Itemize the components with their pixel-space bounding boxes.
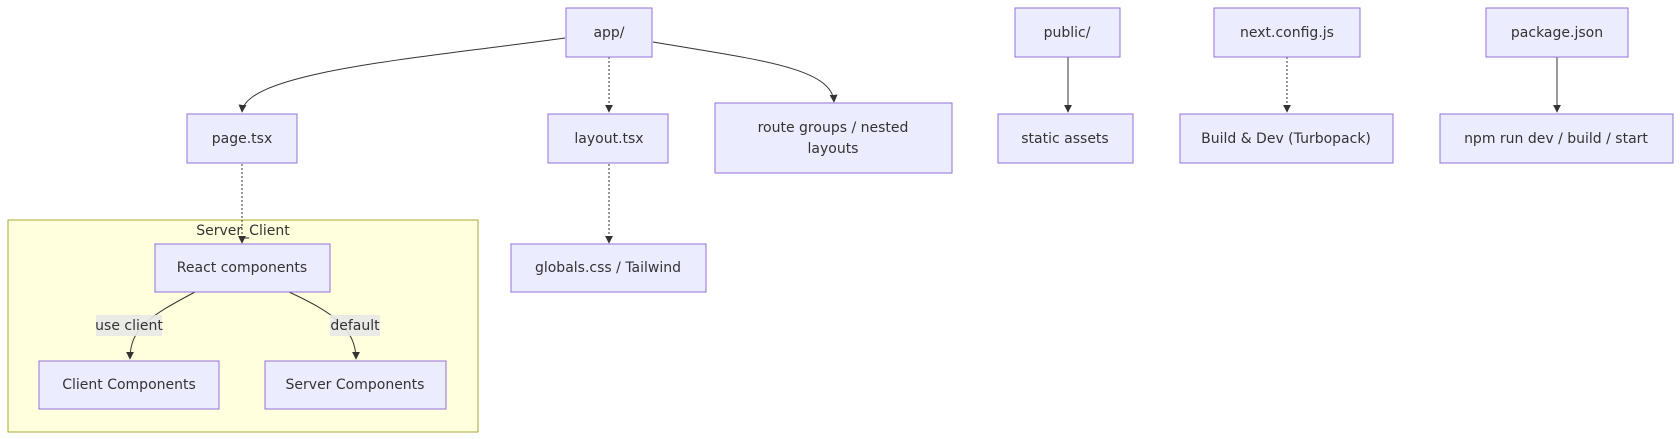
node-public[interactable]: public/ xyxy=(1014,7,1121,58)
svg-text:Build & Dev (Turbopack): Build & Dev (Turbopack) xyxy=(1201,131,1371,147)
svg-text:public/: public/ xyxy=(1044,25,1091,41)
svg-text:npm run dev / build / start: npm run dev / build / start xyxy=(1464,131,1648,147)
node-app[interactable]: app/ xyxy=(565,7,653,58)
svg-text:use client: use client xyxy=(95,318,163,334)
node-server-components[interactable]: Server Components xyxy=(264,360,447,410)
svg-text:globals.css / Tailwind: globals.css / Tailwind xyxy=(535,260,681,276)
svg-text:package.json: package.json xyxy=(1511,25,1603,41)
svg-text:layout.tsx: layout.tsx xyxy=(574,131,643,147)
node-next-config[interactable]: next.config.js xyxy=(1213,7,1361,58)
edge-label-default: default xyxy=(330,315,380,336)
edge-app-to-route-groups xyxy=(652,41,838,103)
node-build-dev[interactable]: Build & Dev (Turbopack) xyxy=(1179,113,1394,164)
svg-text:React components: React components xyxy=(177,260,307,276)
svg-text:route groups / nested: route groups / nested xyxy=(758,120,909,136)
node-npm-run[interactable]: npm run dev / build / start xyxy=(1439,113,1674,164)
edge-app-to-page xyxy=(238,37,566,113)
svg-text:next.config.js: next.config.js xyxy=(1240,25,1334,41)
node-static-assets[interactable]: static assets xyxy=(997,113,1134,164)
node-layout-tsx[interactable]: layout.tsx xyxy=(547,113,669,164)
edge-label-use-client: use client xyxy=(95,315,163,336)
node-page-tsx[interactable]: page.tsx xyxy=(186,113,298,164)
svg-text:static assets: static assets xyxy=(1021,131,1108,147)
svg-text:layouts: layouts xyxy=(808,141,859,157)
cluster-title: Server_Client xyxy=(196,223,290,239)
node-route-groups[interactable]: route groups / nested layouts xyxy=(714,102,953,174)
node-package-json[interactable]: package.json xyxy=(1485,7,1629,58)
svg-text:default: default xyxy=(330,318,380,334)
svg-text:Client Components: Client Components xyxy=(62,377,196,393)
svg-text:app/: app/ xyxy=(593,25,624,41)
node-client-components[interactable]: Client Components xyxy=(38,360,220,410)
node-react-components[interactable]: React components xyxy=(154,243,331,293)
node-globals-css[interactable]: globals.css / Tailwind xyxy=(510,243,707,293)
svg-text:Server Components: Server Components xyxy=(286,377,425,393)
svg-text:page.tsx: page.tsx xyxy=(212,131,272,147)
